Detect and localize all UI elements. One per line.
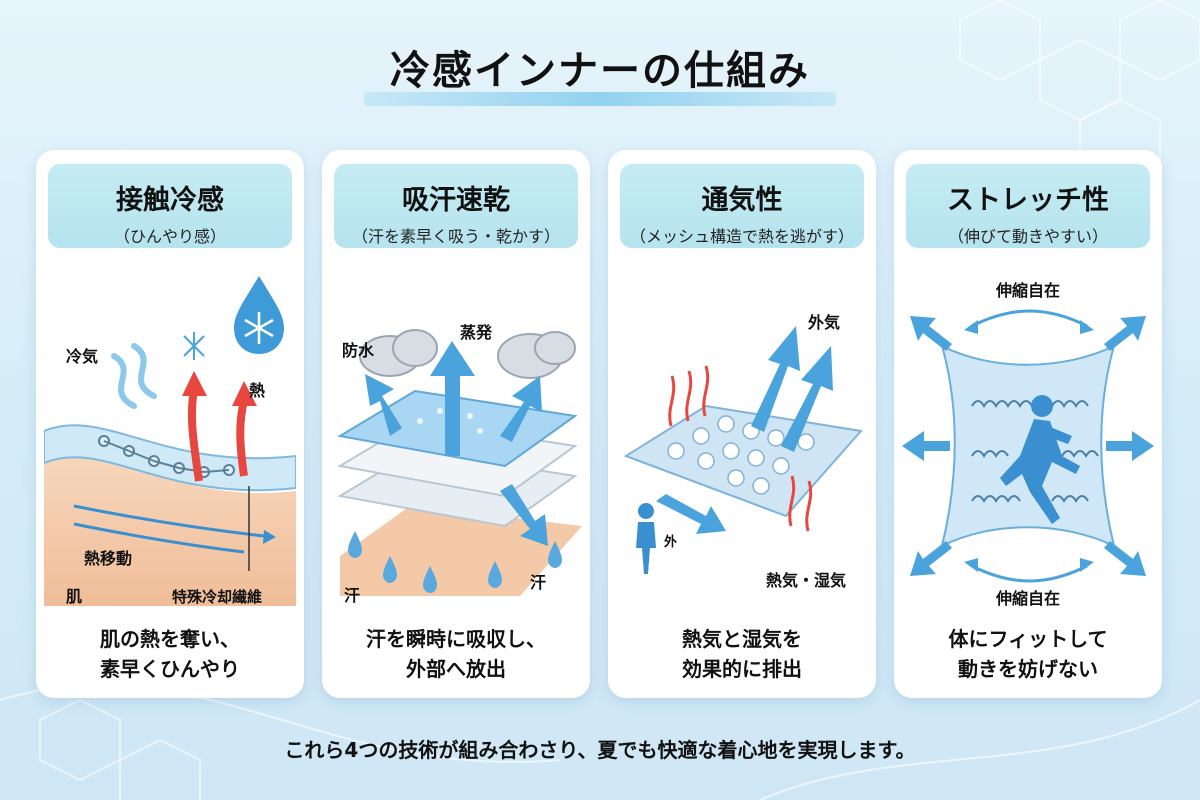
card-subtitle: （伸びて動きやすい） bbox=[947, 227, 1108, 246]
card-description: 熱気と湿気を 効果的に排出 bbox=[608, 624, 876, 684]
water-drop-snowflake-icon bbox=[234, 276, 284, 354]
spring-coils-icon bbox=[971, 400, 1099, 503]
breathability-illustration: 外気 外 熱気・湿気 bbox=[623, 313, 863, 590]
label-sweat-right: 汗 bbox=[530, 573, 546, 592]
label-cool-air: 冷気 bbox=[66, 347, 98, 366]
label-waterproof: 防水 bbox=[342, 341, 375, 360]
title-area: 冷感インナーの仕組み bbox=[0, 38, 1200, 106]
card-description-line: 外部へ放出 bbox=[406, 657, 506, 681]
card-header: 通気性 （メッシュ構造で熱を逃がす） bbox=[620, 164, 864, 248]
stretch-illustration: 伸縮自在 伸縮自在 bbox=[902, 281, 1154, 606]
cloud-right-icon bbox=[497, 331, 576, 379]
card-description-line: 素早くひんやり bbox=[100, 657, 240, 681]
heat-arrows-icon bbox=[182, 371, 257, 482]
person-icon bbox=[636, 503, 656, 574]
sweat-drops-icon bbox=[348, 531, 562, 593]
label-skin: 肌 bbox=[66, 587, 82, 606]
label-sweat-left: 汗 bbox=[344, 586, 360, 605]
airflow-arrow-icon bbox=[656, 494, 726, 534]
card-description-line: 汗を瞬時に吸収し、 bbox=[366, 627, 546, 651]
card-title: ストレッチ性 bbox=[947, 185, 1109, 216]
card-description-line: 動きを妨げない bbox=[958, 657, 1098, 681]
skin-layer bbox=[340, 506, 582, 596]
label-special-fiber: 特殊冷却繊維 bbox=[172, 588, 262, 606]
page-title: 冷感インナーの仕組み bbox=[364, 38, 836, 106]
card-title: 接触冷感 bbox=[116, 185, 224, 216]
card-description-line: 熱気と湿気を bbox=[682, 627, 802, 651]
snowflake-icon bbox=[183, 332, 205, 360]
card-subtitle: （汗を素早く吸う・乾かす） bbox=[351, 227, 560, 246]
label-evaporation: 蒸発 bbox=[460, 323, 493, 342]
stretch-arrows-icon bbox=[902, 316, 1154, 576]
card-title: 吸汗速乾 bbox=[402, 185, 510, 216]
label-stretch-top: 伸縮自在 bbox=[995, 281, 1060, 300]
card-subtitle: （ひんやり感） bbox=[113, 227, 226, 246]
card-description-line: 効果的に排出 bbox=[682, 657, 802, 681]
card-header: 接触冷感 （ひんやり感） bbox=[48, 164, 292, 248]
card-title: 通気性 bbox=[701, 185, 783, 216]
card-breathability: 通気性 （メッシュ構造で熱を逃がす） 外気 外 熱気・湿気 bbox=[608, 150, 876, 698]
card-description-line: 体にフィットして bbox=[948, 627, 1108, 651]
sweat-absorb-illustration: 防水 蒸発 汗 汗 bbox=[337, 323, 582, 605]
card-header: ストレッチ性 （伸びて動きやすい） bbox=[906, 164, 1150, 248]
contact-cooling-illustration: 冷気 熱 熱移動 肌 特殊冷却繊維 bbox=[44, 276, 296, 606]
card-description: 汗を瞬時に吸収し、 外部へ放出 bbox=[322, 624, 590, 684]
label-heat: 熱 bbox=[249, 381, 265, 400]
label-stretch-bottom: 伸縮自在 bbox=[995, 589, 1060, 606]
label-heat-transfer: 熱移動 bbox=[84, 549, 132, 568]
card-header: 吸汗速乾 （汗を素早く吸う・乾かす） bbox=[334, 164, 578, 248]
evaporation-arrows-icon bbox=[365, 341, 542, 456]
heat-waves-icon bbox=[668, 365, 813, 532]
card-description: 体にフィットして 動きを妨げない bbox=[894, 624, 1162, 684]
label-steam: 熱気・湿気 bbox=[766, 571, 846, 590]
down-arrow-icon bbox=[500, 484, 548, 546]
skin-layer bbox=[44, 453, 296, 606]
card-description: 肌の熱を奪い、 素早くひんやり bbox=[36, 624, 304, 684]
footer-summary: これら4つの技術が組み合わさり、夏でも快適な着心地を実現します。 bbox=[284, 738, 916, 762]
card-sweat-absorb: 吸汗速乾 （汗を素早く吸う・乾かす） bbox=[322, 150, 590, 698]
cloud-left-icon bbox=[359, 329, 438, 377]
mesh-fabric bbox=[623, 404, 863, 518]
runner-icon bbox=[1000, 395, 1080, 524]
heat-transfer-arrows-icon bbox=[73, 504, 265, 554]
label-outside-air: 外気 bbox=[807, 313, 840, 332]
cool-air-waves-icon bbox=[111, 343, 157, 409]
card-stretch: ストレッチ性 （伸びて動きやすい） 伸 bbox=[894, 150, 1162, 698]
card-description-line: 肌の熱を奪い、 bbox=[100, 627, 240, 651]
label-outside: 外 bbox=[663, 534, 677, 550]
outside-air-arrows-icon bbox=[751, 326, 833, 452]
card-contact-cooling: 接触冷感 （ひんやり感） bbox=[36, 150, 304, 698]
card-subtitle: （メッシュ構造で熱を逃がす） bbox=[629, 227, 854, 246]
